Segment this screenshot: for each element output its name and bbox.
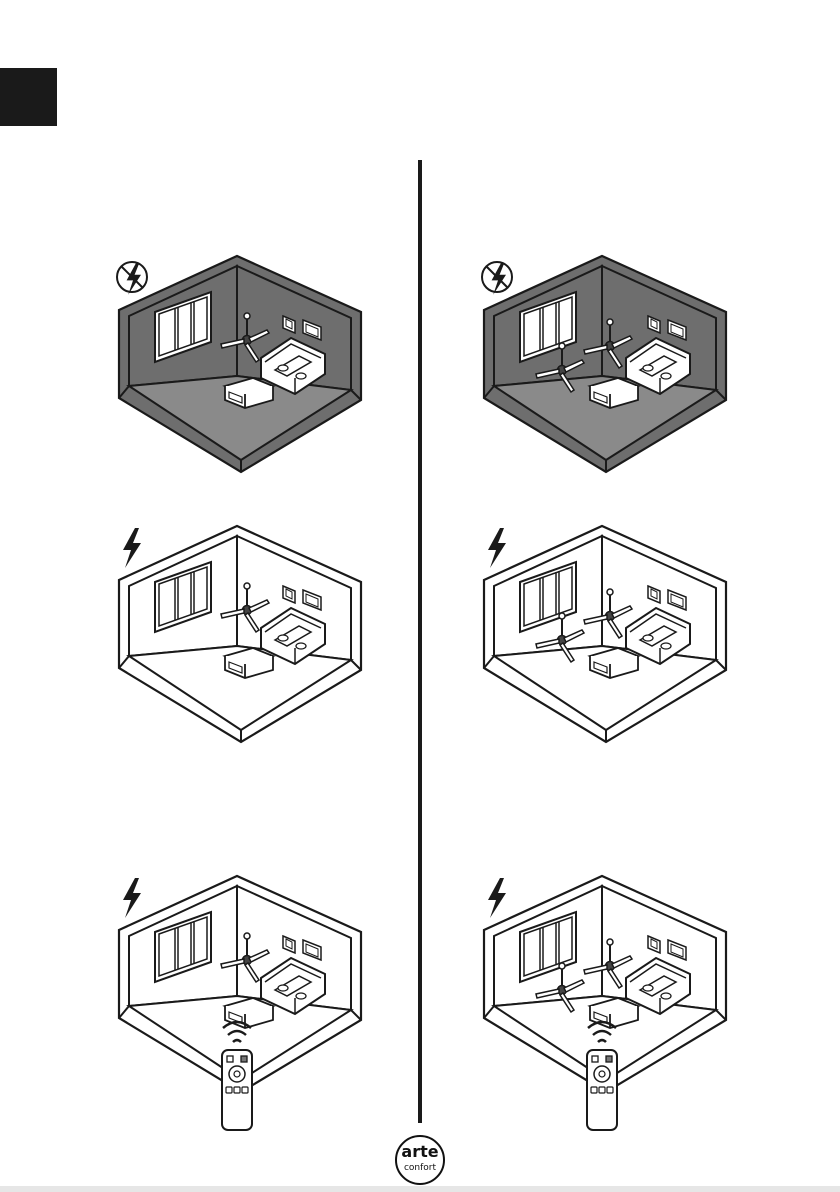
power-icon <box>488 878 506 918</box>
power-icon <box>123 878 141 918</box>
power-icon <box>123 528 141 568</box>
brand-logo-top: arte <box>397 1144 443 1160</box>
room-panel-left-2 <box>105 520 375 750</box>
footer-band <box>0 1186 840 1192</box>
room-panel-right-1 <box>470 250 740 480</box>
room-panel-left-1 <box>105 250 375 480</box>
brand-logo: arte confort <box>395 1135 445 1185</box>
column-divider <box>418 160 422 1123</box>
section-tab <box>0 68 57 126</box>
room-panel-right-2 <box>470 520 740 750</box>
power-icon <box>488 528 506 568</box>
room-panel-right-3 <box>470 870 740 1140</box>
brand-logo-bottom: confort <box>397 1163 443 1173</box>
room-panel-left-3 <box>105 870 375 1140</box>
